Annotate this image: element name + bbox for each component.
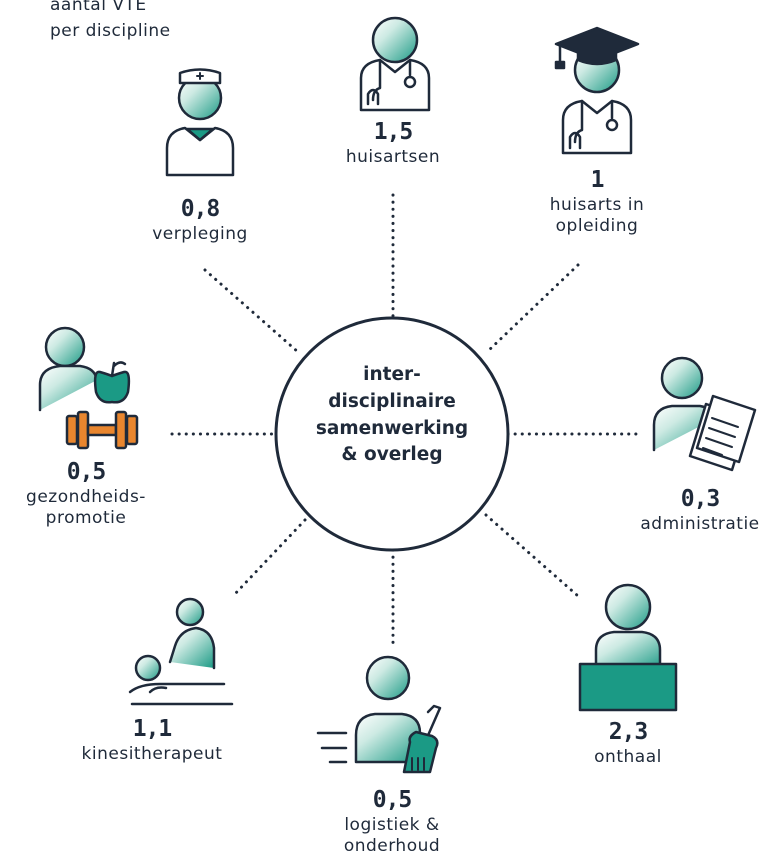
value-administratie: 0,3 <box>680 486 721 512</box>
center-line-2: disciplinaire <box>328 390 456 412</box>
value-verpleging: 0,8 <box>180 196 221 222</box>
name-gezondheidspromotie-1: gezondheids- <box>26 486 146 507</box>
connector-bottom-left <box>232 518 307 597</box>
center-label: inter- disciplinaire samenwerking & over… <box>316 362 468 469</box>
connector-top-right <box>485 263 580 354</box>
name-administratie: administratie <box>640 513 760 534</box>
discipline-kinesitherapeut: 1,1 kinesitherapeut <box>82 715 223 765</box>
reception-desk-icon <box>578 583 678 712</box>
paperwork-icon <box>652 356 757 472</box>
graduate-doctor-icon <box>554 26 640 155</box>
discipline-huisartsen: 1,5 huisartsen <box>346 118 440 168</box>
center-line-3: samenwerking <box>315 417 469 439</box>
value-gezondheidspromotie: 0,5 <box>66 459 107 485</box>
discipline-logistiek: 0,5 logistiek & onderhoud <box>344 786 440 857</box>
name-logistiek-1: logistiek & <box>344 814 440 835</box>
name-kinesitherapeut: kinesitherapeut <box>81 743 223 764</box>
name-huisartsen: huisartsen <box>345 146 441 167</box>
name-onthaal: onthaal <box>594 746 662 767</box>
discipline-gezondheidspromotie: 0,5 gezondheids- promotie <box>26 458 146 529</box>
connector-lines <box>170 193 642 650</box>
header-line-1: aantal VTE <box>50 0 147 15</box>
discipline-onthaal: 2,3 onthaal <box>594 718 662 768</box>
value-huisarts-in-opleiding: 1 <box>590 167 605 193</box>
name-logistiek-2: onderhoud <box>343 836 441 856</box>
header-line-2: per discipline <box>50 21 171 42</box>
discipline-verpleging: 0,8 verpleging <box>152 195 248 245</box>
discipline-huisarts-in-opleiding: 1 huisarts in opleiding <box>550 166 644 237</box>
name-verpleging: verpleging <box>152 223 248 244</box>
name-huisarts-in-opleiding-1: huisarts in <box>549 194 645 215</box>
center-line-4: & overleg <box>341 444 443 466</box>
center-line-1: inter- <box>363 364 421 385</box>
connector-top-left <box>203 268 300 354</box>
nurse-icon <box>165 68 235 177</box>
connector-bottom-right <box>484 513 580 598</box>
value-huisartsen: 1,5 <box>373 119 414 145</box>
diagram-header: aantal VTE per discipline <box>50 0 171 45</box>
name-huisarts-in-opleiding-2: opleiding <box>555 216 639 236</box>
massage-icon <box>128 597 234 706</box>
value-kinesitherapeut: 1,1 <box>132 716 173 742</box>
center-circle <box>274 316 510 552</box>
doctor-icon <box>359 16 431 112</box>
apple-dumbbell-icon <box>38 326 139 450</box>
name-gezondheidspromotie-2: promotie <box>45 508 127 528</box>
discipline-administratie: 0,3 administratie <box>640 485 759 535</box>
cleaning-broom-icon <box>316 655 442 774</box>
value-onthaal: 2,3 <box>608 719 649 745</box>
value-logistiek: 0,5 <box>372 787 413 813</box>
